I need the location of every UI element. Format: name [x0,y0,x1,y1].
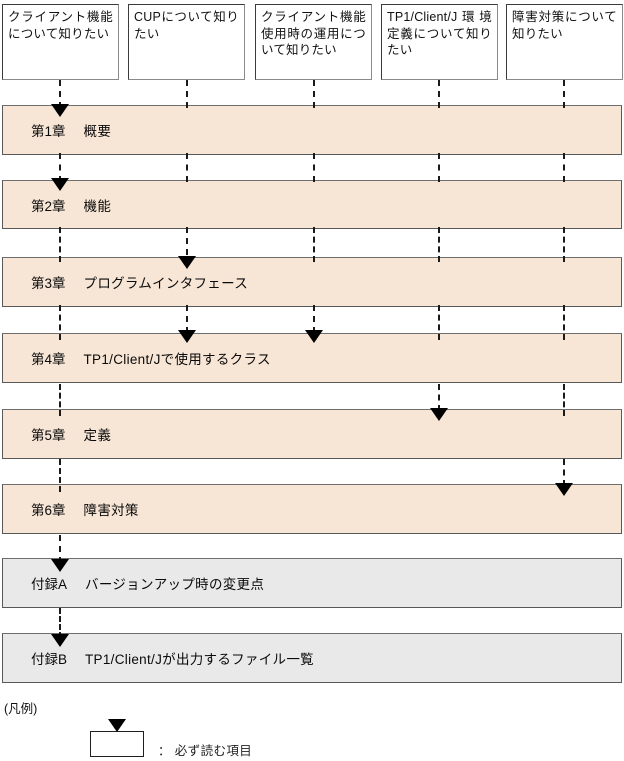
section-number: 第2章 [31,198,66,214]
section-bar-chapter-3[interactable]: 第3章 プログラムインタフェース [2,257,622,307]
connector-lane1-seg8 [59,608,61,638]
arrow-into-chapter-2 [51,178,69,191]
connector-lane4-seg1 [438,80,440,108]
section-title: 機能 [83,198,112,214]
connector-lane5-seg5 [563,384,565,416]
connector-lane4-seg3 [438,227,440,262]
section-title: バージョンアップ時の変更点 [85,577,265,592]
connector-lane1-seg3 [59,227,61,262]
question-box-5[interactable]: 障害対策について知りたい [506,4,623,80]
connector-lane1-seg2 [59,153,61,182]
section-number: 第6章 [31,503,66,518]
section-number: 第4章 [31,352,66,367]
section-title: 概要 [83,124,112,139]
connector-lane1-seg6 [59,459,61,492]
connector-lane3-seg4 [313,305,315,333]
connector-lane2-seg2 [186,153,188,182]
connector-lane1-seg4 [59,305,61,340]
arrow-into-appendix-b [51,634,69,647]
connector-lane5-seg4 [563,305,565,340]
section-number: 付録A [31,577,68,592]
arrow-into-chapter-4-lane2 [178,330,196,343]
section-title: TP1/Client/Jが出力するファイル一覧 [85,652,314,667]
connector-lane5-seg1 [563,80,565,108]
arrow-into-chapter-5 [430,408,448,421]
connector-lane5-seg3 [563,227,565,262]
question-box-2[interactable]: CUPについて知りたい [128,4,245,80]
connector-lane2-seg1 [186,80,188,108]
section-title: 障害対策 [83,503,139,518]
section-number: 第3章 [31,276,66,291]
connector-lane4-seg2 [438,153,440,182]
connector-lane5-seg2 [563,153,565,182]
arrow-into-chapter-3 [178,256,196,269]
legend-sample-box [90,731,144,757]
section-number: 付録B [31,652,68,667]
section-title: プログラムインタフェース [83,276,249,291]
connector-lane3-seg1 [313,80,315,108]
section-number: 第5章 [31,428,66,443]
question-box-4[interactable]: TP1/Client/J環境定義について知りたい [381,4,498,80]
connector-lane1-seg1 [59,80,61,108]
section-title: TP1/Client/Jで使用するクラス [83,352,271,367]
section-bar-chapter-6[interactable]: 第6章 障害対策 [2,484,622,534]
question-box-3[interactable]: クライアント機能使用時の運用について知りたい [255,4,372,80]
connector-lane1-seg7 [59,535,61,563]
connector-lane3-seg3 [313,227,315,262]
connector-lane5-seg6 [563,459,565,486]
connector-lane3-seg2 [313,153,315,182]
connector-lane2-seg4 [186,305,188,333]
connector-lane4-seg5 [438,384,440,411]
section-bar-chapter-2[interactable]: 第2章 機能 [2,180,622,229]
arrow-into-chapter-6 [555,483,573,496]
arrow-into-chapter-1 [51,104,69,117]
legend-arrow-icon [108,719,126,732]
arrow-into-chapter-4-lane3 [305,330,323,343]
legend-description: ： 必ず読む項目 [158,744,253,758]
connector-lane1-seg5 [59,384,61,416]
connector-lane2-seg3 [186,227,188,255]
section-bar-chapter-1[interactable]: 第1章 概要 [2,105,622,155]
section-bar-appendix-b[interactable]: 付録B TP1/Client/Jが出力するファイル一覧 [2,633,622,683]
section-number: 第1章 [31,124,66,139]
legend-header: (凡例) [4,702,38,716]
section-title: 定義 [83,428,112,443]
arrow-into-appendix-a [51,559,69,572]
connector-lane4-seg4 [438,305,440,340]
question-box-1[interactable]: クライアント機能について知りたい [2,4,119,80]
section-bar-chapter-5[interactable]: 第5章 定義 [2,409,622,459]
section-bar-appendix-a[interactable]: 付録A バージョンアップ時の変更点 [2,558,622,608]
